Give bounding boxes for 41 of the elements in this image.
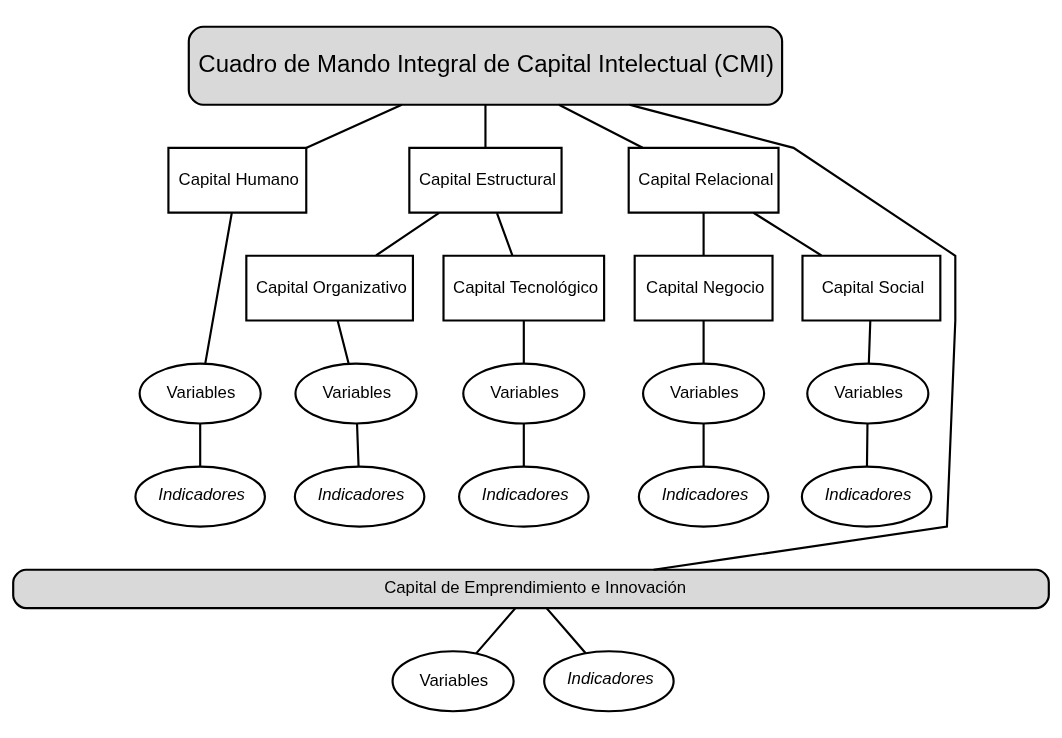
node-box: Capital Relacional [627,146,780,214]
connector [204,212,233,364]
node-ellipse: Indicadores [134,465,266,528]
node-box: Capital de Emprendimiento e Innovación [12,568,1050,610]
node-ellipse: Variables [806,362,930,425]
connector [867,320,872,364]
node-ellipse: Variables [462,362,586,425]
node-box: Capital Negocio [633,254,774,322]
node-box: Capital Social [801,254,942,322]
node-box: Cuadro de Mando Integral de Capital Intelectual (CMI) [187,25,784,106]
connector [306,103,403,149]
node-ellipse: Variables [391,650,515,713]
node-box: Capital Estructural [408,146,563,214]
connector [484,104,487,148]
node-box: Capital Organizativo [245,254,414,322]
node-ellipse: Indicadores [800,465,933,528]
node-ellipse: Variables [138,362,262,425]
connector [702,423,705,467]
connector [495,212,514,256]
node-box: Capital Humano [167,146,308,214]
connector [545,607,587,654]
connector [702,320,705,364]
node-ellipse: Indicadores [293,465,426,528]
node-box: Capital Tecnológico [442,254,606,322]
connector [865,423,869,467]
connector [752,211,822,257]
node-ellipse: Indicadores [543,650,675,713]
node-ellipse: Variables [294,362,418,425]
connector [375,211,440,257]
connector [702,213,705,256]
node-ellipse: Indicadores [637,465,770,528]
connector [336,320,350,364]
node-ellipse: Indicadores [458,465,590,528]
connector [522,423,525,467]
connector [199,423,202,467]
connector [475,607,517,655]
node-ellipse: Variables [642,362,766,425]
connector [355,423,360,467]
connector [522,320,525,364]
connector [629,103,957,571]
connector [558,103,644,149]
